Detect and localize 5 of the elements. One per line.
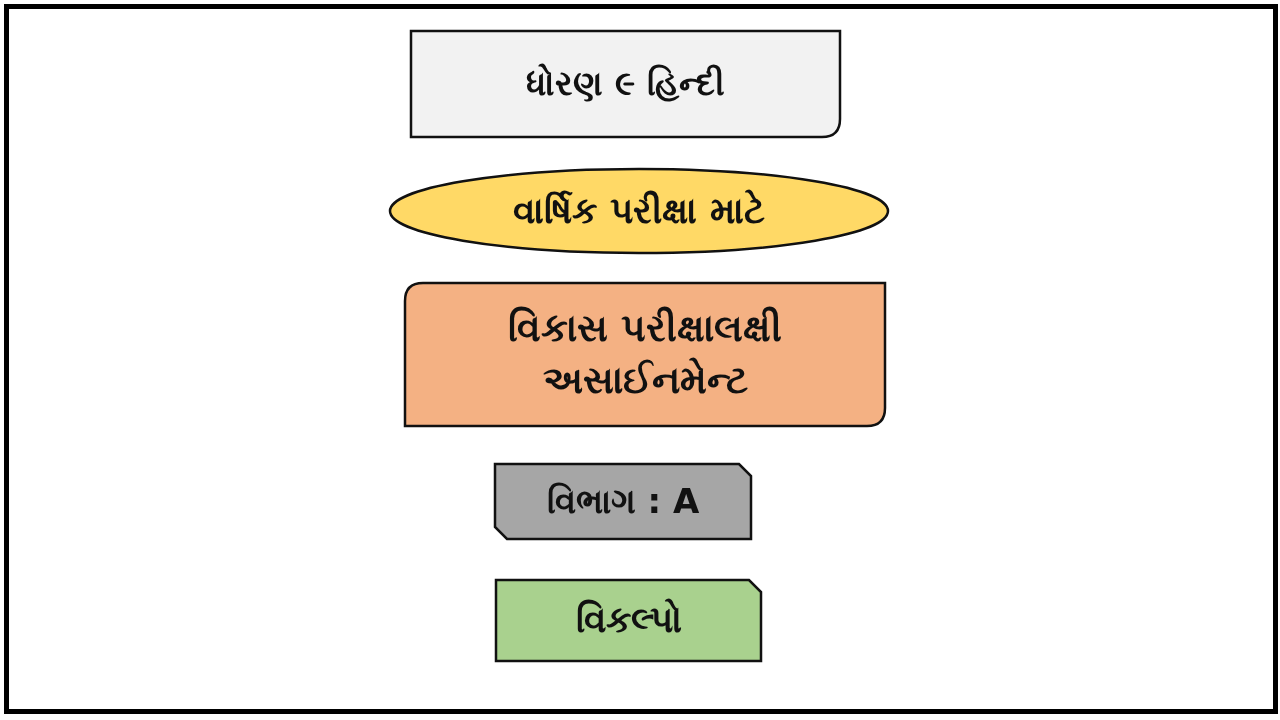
heading-ellipse: વાર્ષિક પરીક્ષા માટે <box>389 168 889 254</box>
option-box: વિકલ્પો <box>496 580 761 661</box>
section-box: વિભાગ : A <box>495 464 751 539</box>
title-box: ધોરણ ૯ હિન્દી <box>411 31 840 137</box>
title-box: વિકાસ પરીક્ષાલક્ષી અસાઈનમેન્ટ <box>405 283 885 426</box>
